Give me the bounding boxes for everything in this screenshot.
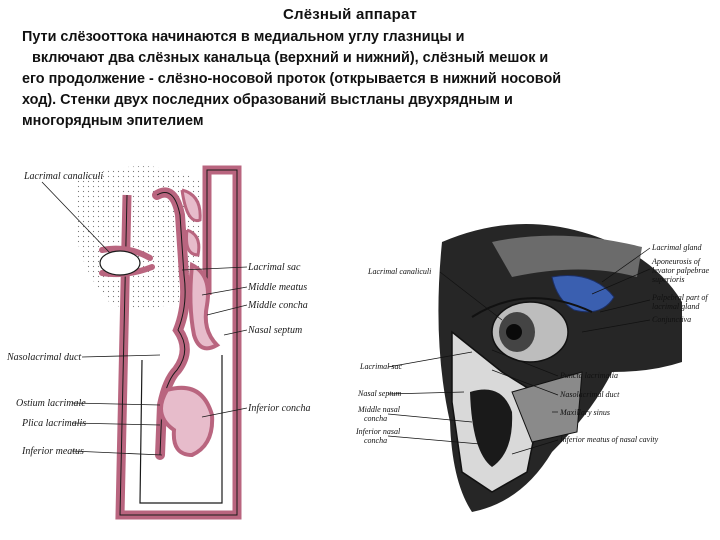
eye-corner	[99, 250, 141, 276]
slide-title-text: Слёзный аппарат	[282, 6, 418, 23]
label-nasolacrimal-duct-right: Nasolacrimal duct	[559, 390, 620, 399]
label-inferior-concha: Inferior concha	[247, 403, 311, 414]
label-lacrimal-sac-right: Lacrimal sac	[359, 362, 402, 371]
paragraph-line: включают два слёзных канальца (верхний и…	[32, 50, 549, 66]
label-nasal-septum-right: Nasal septum	[357, 389, 402, 398]
label-nasal-septum: Nasal septum	[247, 325, 302, 336]
middle-concha-shape	[188, 261, 221, 351]
label-nasolacrimal-duct: Nasolacrimal duct	[6, 352, 81, 363]
label-inferior-nasal-line2: concha	[364, 436, 387, 445]
label-inferior-nasal-line1: Inferior nasal	[355, 427, 401, 436]
label-lacrimal-sac: Lacrimal sac	[247, 262, 301, 273]
label-middle-nasal-line1: Middle nasal	[357, 405, 401, 414]
label-inferior-meatus: Inferior meatus	[21, 446, 84, 457]
label-aponeurosis-line1: Aponeurosis of	[651, 257, 702, 266]
label-puncta-lacrimalia: Puncta lacrimalia	[559, 371, 618, 380]
inferior-concha-shape-right	[470, 389, 513, 467]
description-paragraph: Пути слёзооттока начинаются в медиальном…	[22, 27, 712, 132]
label-aponeurosis-line2: levator palpebrae	[652, 266, 710, 275]
paragraph-line: его продолжение - слёзно-носовой проток …	[22, 71, 562, 87]
lacrimal-passages-svg: Lacrimal canaliculi Lacrimal sac Middle …	[6, 165, 311, 520]
inner-chamber	[139, 355, 223, 504]
eyelid	[471, 297, 593, 318]
label-middle-meatus: Middle meatus	[247, 282, 307, 293]
left-leader-lines	[41, 181, 248, 456]
label-palpebral-line2: lacrimal gland	[652, 302, 700, 311]
label-lacrimal-gland: Lacrimal gland	[651, 243, 703, 252]
lacrimal-apparatus-dissection: Lacrimal gland Aponeurosis of levator pa…	[352, 222, 720, 522]
dissection-svg: Lacrimal gland Aponeurosis of levator pa…	[355, 224, 710, 512]
label-lacrimal-canaliculi: Lacrimal canaliculi	[23, 171, 103, 182]
ethmoid-cells	[180, 188, 202, 257]
label-inferior-meatus-nasal: Inferior meatus of nasal cavity	[559, 435, 659, 444]
label-lacrimal-canaliculi-right: Lacrimal canaliculi	[367, 267, 431, 276]
label-conjunctiva: Conjunctiva	[652, 315, 691, 324]
nasal-cavity-wall-outline	[119, 169, 238, 516]
label-plica-lacrimalis: Plica lacrimalis	[21, 418, 86, 429]
label-maxillary-sinus: Maxillary sinus	[559, 408, 610, 417]
label-aponeurosis-line3: superioris	[652, 275, 684, 284]
pupil	[506, 324, 522, 340]
inferior-concha-shape	[158, 385, 215, 458]
brow-skin	[492, 235, 642, 277]
label-ostium-lacrimale: Ostium lacrimale	[16, 398, 86, 409]
right-leader-lines	[387, 247, 651, 455]
label-middle-nasal-line2: concha	[364, 414, 387, 423]
maxillary-sinus-shape	[511, 371, 583, 443]
paragraph-line: ход). Стенки двух последних образований …	[22, 92, 513, 108]
slide-title: Слёзный аппарат	[0, 6, 720, 23]
label-middle-concha: Middle concha	[247, 300, 308, 311]
label-palpebral-line1: Palpebral part of	[651, 293, 709, 302]
paragraph-line: многорядным эпителием	[22, 113, 204, 129]
lacrimal-sac-outline	[156, 192, 186, 456]
paragraph-line: Пути слёзооттока начинаются в медиальном…	[22, 29, 465, 45]
lacrimal-passages-diagram: Lacrimal canaliculi Lacrimal sac Middle …	[2, 155, 337, 525]
